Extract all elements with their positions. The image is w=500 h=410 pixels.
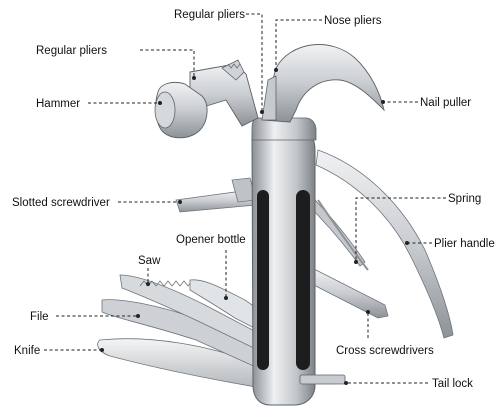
dot-nail-puller — [381, 100, 385, 104]
hammer-face-end — [154, 91, 176, 129]
tail-lock-shape — [299, 374, 346, 385]
cross-screwdrivers-shape — [307, 267, 389, 319]
dot-file — [136, 314, 140, 318]
label-hammer: Hammer — [36, 98, 80, 110]
dot-tail-lock — [344, 381, 348, 385]
dot-regular-pliers-top — [260, 110, 264, 114]
leader-regular-pliers-left — [140, 49, 195, 78]
dot-opener-bottle — [224, 296, 228, 300]
regular-pliers-teeth — [227, 63, 241, 69]
label-slotted-screwdriver: Slotted screwdriver — [12, 197, 110, 209]
label-saw: Saw — [138, 255, 161, 267]
leader-nose-pliers — [275, 19, 322, 70]
spring-wire-shape — [317, 199, 369, 271]
leader-spring — [355, 197, 446, 262]
knife-blade-shape — [97, 338, 263, 389]
label-plier-handle: Plier handle — [434, 238, 495, 250]
dot-nose-pliers — [274, 68, 278, 72]
regular-pliers-jaw-shape — [221, 59, 245, 81]
dot-knife — [100, 348, 104, 352]
label-nose-pliers: Nose pliers — [324, 15, 382, 27]
dot-regular-pliers-left — [192, 76, 196, 80]
dot-spring — [354, 260, 358, 264]
dot-plier-handle — [405, 241, 409, 245]
dot-cross-screwdrivers — [366, 310, 370, 314]
left-grip-insert — [257, 190, 269, 370]
label-file: File — [30, 311, 49, 323]
nose-pliers-shape — [261, 75, 277, 121]
leader-lines — [44, 13, 446, 385]
label-cross-screwdrivers: Cross screwdrivers — [336, 345, 434, 357]
dot-saw — [146, 282, 150, 286]
callout-labels: Regular pliers Nose pliers Regular plier… — [12, 9, 495, 390]
dot-hammer — [158, 101, 162, 105]
right-grip-insert — [296, 190, 310, 370]
label-nail-puller: Nail puller — [420, 97, 471, 109]
label-spring: Spring — [448, 193, 481, 205]
label-tail-lock: Tail lock — [432, 378, 473, 390]
plier-handle-shape — [315, 149, 454, 339]
label-regular-pliers-top: Regular pliers — [174, 9, 245, 21]
label-opener-bottle: Opener bottle — [176, 234, 246, 246]
dot-slotted-screwdriver — [178, 200, 182, 204]
multitool-illustration — [97, 44, 454, 406]
label-knife: Knife — [14, 345, 40, 357]
nail-puller-shape — [261, 44, 385, 123]
label-regular-pliers-left: Regular pliers — [36, 45, 107, 57]
